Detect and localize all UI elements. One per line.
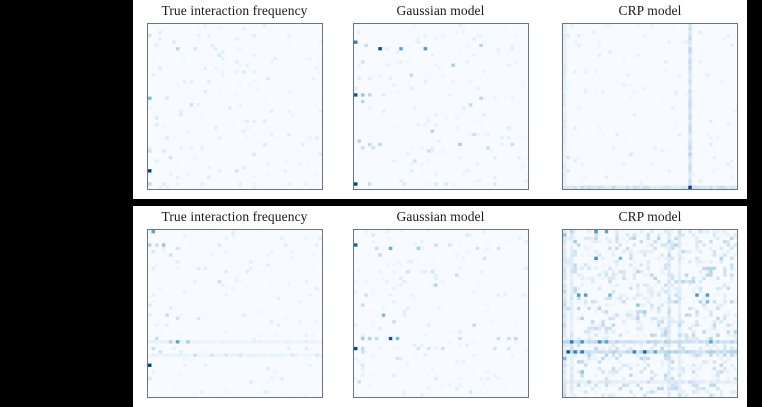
panel-title: True interaction frequency [161,3,308,18]
panel-title: Gaussian model [396,209,485,224]
heatmap-top-true [146,23,323,190]
heatmap-canvas [563,230,737,397]
panel-top-gaussian: Gaussian model [343,0,538,199]
panel-top-true: True interaction frequency [133,0,336,199]
heatmap-bottom-crp [562,229,738,398]
panel-bottom-crp: CRP model [553,206,747,407]
panel-title: True interaction frequency [161,209,308,224]
heatmap-canvas [147,24,322,189]
heatmap-bottom-gaussian [352,229,529,398]
heatmap-top-crp [562,23,738,190]
heatmap-canvas [353,24,528,189]
panel-top-crp: CRP model [553,0,747,199]
panel-title: CRP model [618,3,682,18]
heatmap-top-gaussian [352,23,529,190]
panel-title: Gaussian model [396,3,485,18]
panel-bottom-true: True interaction frequency [133,206,336,407]
heatmap-canvas [147,230,322,397]
figure-row-bottom: True interaction frequency Gaussian mode… [133,206,747,407]
panel-title: CRP model [618,209,682,224]
heatmap-bottom-true [146,229,323,398]
heatmap-canvas [353,230,528,397]
panel-bottom-gaussian: Gaussian model [343,206,538,407]
figure-row-top: True interaction frequency Gaussian mode… [133,0,747,199]
heatmap-canvas [563,24,737,189]
